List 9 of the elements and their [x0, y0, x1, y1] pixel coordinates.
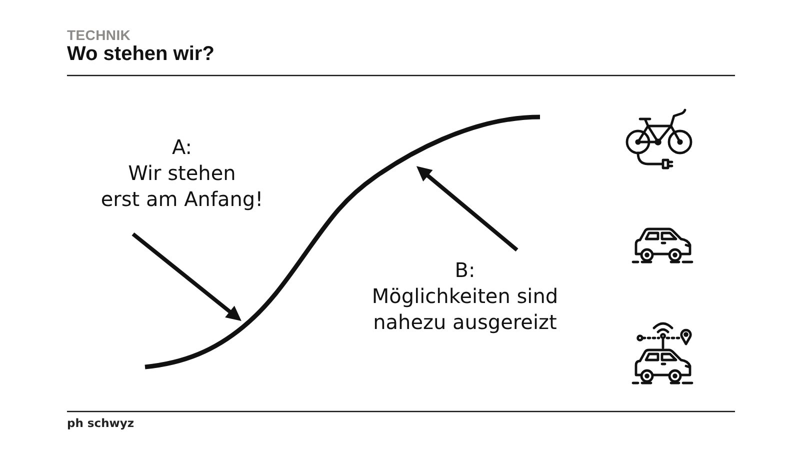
callout-heading: B: [454, 257, 476, 283]
callout-heading: A: [172, 134, 192, 160]
footer-text: ph schwyz [67, 416, 134, 430]
slide-title: Wo stehen wir? [67, 43, 214, 66]
callout-text: Wir stehen erst am Anfang! [100, 160, 264, 212]
arrow [132, 232, 242, 321]
callout-text: Möglichkeiten sind nahezu ausgereizt [372, 283, 558, 335]
section-label: TECHNIK [67, 27, 131, 43]
arrow [416, 166, 518, 252]
